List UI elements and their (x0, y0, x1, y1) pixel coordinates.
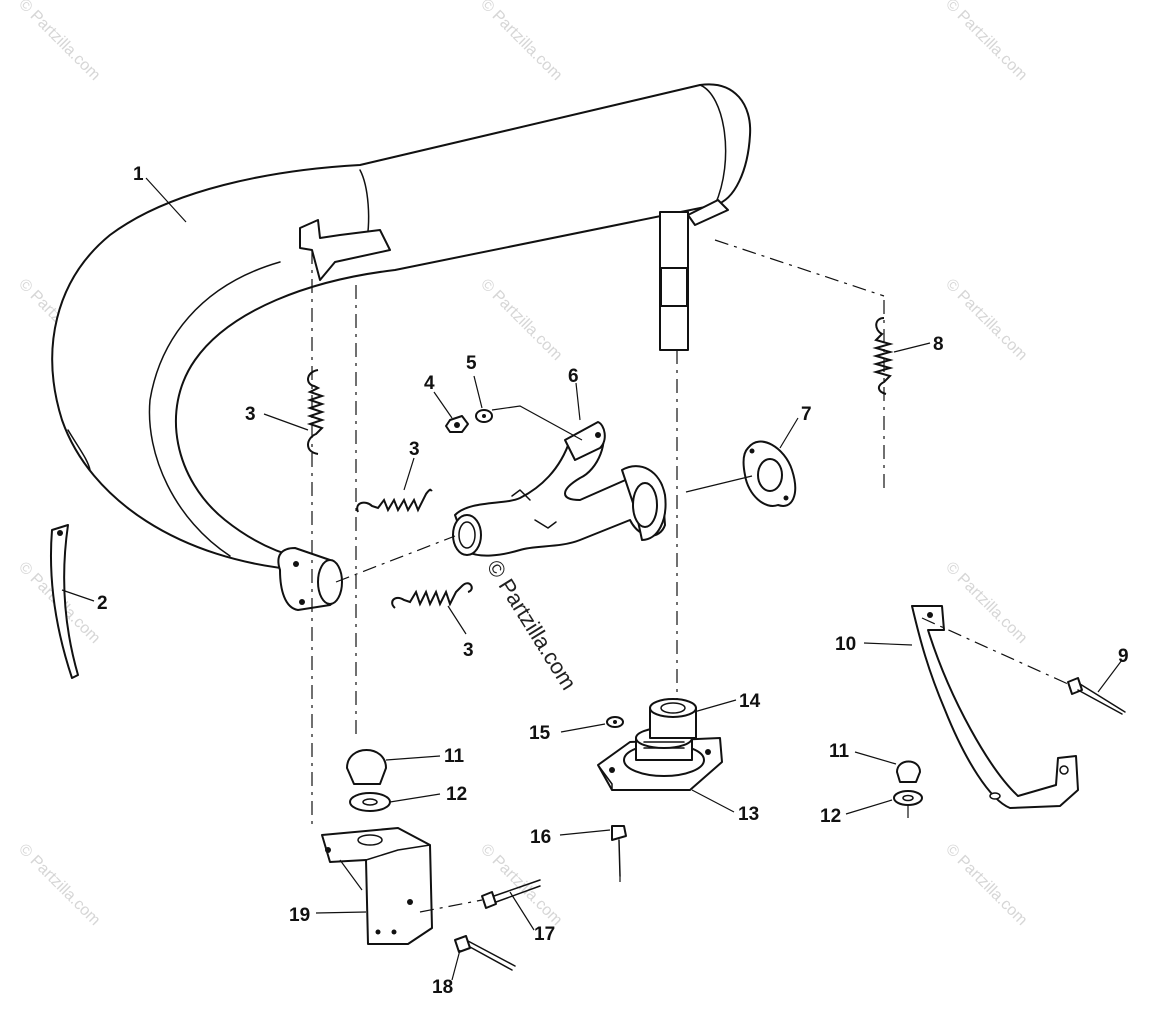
part-12-washer-right (893, 790, 923, 806)
part-2-strap (49, 524, 79, 679)
callout-labels: 1 2 3 3 3 4 5 6 7 8 9 10 11 11 12 12 13 … (97, 164, 1129, 998)
callout-16: 16 (530, 827, 551, 848)
watermark: © Partzilla.com (15, 841, 103, 929)
part-19-bracket (321, 827, 433, 945)
part-9-bolt (1067, 677, 1126, 715)
watermark: © Partzilla.com (477, 841, 565, 929)
callout-12: 12 (446, 784, 467, 805)
part-14-rubber-mount (623, 698, 705, 777)
muffler-body (51, 83, 752, 571)
callout-6: 6 (568, 366, 579, 387)
callout-5: 5 (466, 353, 477, 374)
part-8-spring (872, 317, 894, 395)
callout-4: 4 (424, 373, 435, 394)
center-watermark: © Partzilla.com (482, 555, 582, 694)
part-18-bolt (454, 935, 516, 971)
callout-14: 14 (739, 691, 761, 712)
part-17-bolt (481, 879, 541, 909)
callout-11: 11 (444, 746, 465, 767)
muffler-assembly (51, 83, 752, 611)
part-5-washer (475, 409, 493, 423)
watermark: © Partzilla.com (942, 841, 1030, 929)
part-11-grommet-left (346, 749, 387, 785)
part-7-gasket (742, 440, 797, 507)
callout-9: 9 (1118, 646, 1129, 667)
callout-18: 18 (432, 977, 453, 998)
leader-lines (61, 177, 1123, 981)
callout-8: 8 (933, 334, 944, 355)
watermark: © Partzilla.com (477, 276, 565, 364)
part-6-y-pipe (452, 421, 667, 557)
callout-2: 2 (97, 593, 108, 614)
callout-12: 12 (820, 806, 841, 827)
callout-1: 1 (133, 164, 144, 185)
callout-19: 19 (289, 905, 310, 926)
callout-15: 15 (529, 723, 551, 744)
callout-17: 17 (534, 924, 555, 945)
callout-7: 7 (801, 404, 812, 425)
part-10-bracket (911, 605, 1079, 809)
part-4-nut (445, 415, 469, 433)
callout-3: 3 (463, 640, 474, 661)
callout-10: 10 (835, 634, 856, 655)
callout-11: 11 (829, 741, 850, 762)
part-11-grommet-right (896, 760, 921, 783)
assembly-lines (311, 239, 1069, 913)
watermark: © Partzilla.com (942, 559, 1030, 647)
part-12-washer-left (349, 792, 391, 812)
watermark: © Partzilla.com (477, 0, 565, 84)
part-3-spring-b (356, 488, 433, 513)
part-16-screw (611, 825, 627, 877)
part-3-spring-a (306, 369, 326, 455)
callout-3: 3 (245, 404, 256, 425)
watermark: © Partzilla.com (15, 0, 103, 84)
part-3-spring-c (391, 582, 473, 609)
part-15-washer (606, 716, 624, 728)
callout-13: 13 (738, 804, 759, 825)
watermark: © Partzilla.com (942, 276, 1030, 364)
watermark: © Partzilla.com (942, 0, 1030, 84)
callout-3: 3 (409, 439, 420, 460)
